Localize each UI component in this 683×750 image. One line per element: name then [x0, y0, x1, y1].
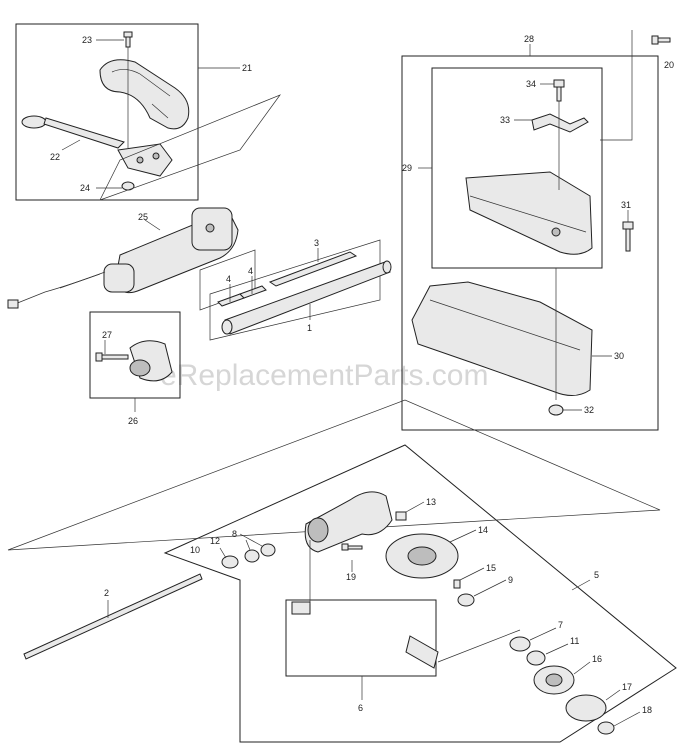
- callout-11: 11: [570, 636, 579, 646]
- bearing-7[interactable]: [509, 636, 531, 652]
- shaft-guide-lines: [209, 239, 381, 341]
- callout-2: 2: [104, 588, 109, 598]
- callout-6: 6: [358, 703, 363, 713]
- washer-10[interactable]: [221, 555, 239, 569]
- callout-24: 24: [80, 183, 90, 193]
- gear-inner-box: [285, 599, 437, 677]
- clamp-26[interactable]: [129, 340, 173, 382]
- guard-assembly-box: [401, 55, 659, 431]
- callout-21: 21: [242, 63, 252, 73]
- cover-17[interactable]: [565, 694, 607, 722]
- leader-lines: [61, 39, 641, 727]
- holder-16[interactable]: [533, 665, 575, 695]
- bearing-8[interactable]: [260, 543, 276, 557]
- pinion-7[interactable]: [405, 635, 439, 669]
- callout-1: 1: [307, 323, 312, 333]
- spacer-4a[interactable]: [217, 293, 245, 307]
- bolt-23[interactable]: [123, 31, 133, 48]
- callout-22: 22: [50, 152, 60, 162]
- washer-9[interactable]: [457, 593, 475, 607]
- callout-31: 31: [621, 200, 631, 210]
- bolt-13[interactable]: [395, 511, 407, 521]
- callout-18: 18: [642, 705, 652, 715]
- callout-9: 9: [508, 575, 513, 585]
- watermark-text: eReplacementParts.com: [160, 359, 488, 392]
- callout-7: 7: [558, 620, 563, 630]
- callout-12: 12: [210, 536, 220, 546]
- bolt-34[interactable]: [553, 79, 565, 102]
- bolt-20-leader-lines: [600, 30, 633, 141]
- nut-32[interactable]: [548, 404, 564, 416]
- callout-29: 29: [402, 163, 412, 173]
- callout-4b: 4: [248, 266, 253, 276]
- cover-14[interactable]: [385, 533, 459, 579]
- callout-8: 8: [232, 529, 237, 539]
- spacer-4b[interactable]: [239, 285, 267, 299]
- callout-15: 15: [486, 563, 496, 573]
- washer-12[interactable]: [244, 549, 260, 563]
- callout-17: 17: [622, 682, 632, 692]
- bolt-27[interactable]: [95, 352, 129, 362]
- shaft-tube-1[interactable]: [221, 260, 392, 335]
- callout-10: 10: [190, 545, 200, 555]
- handle-bracket[interactable]: [99, 59, 190, 130]
- handle-housing[interactable]: [103, 207, 239, 294]
- callout-26: 26: [128, 416, 138, 426]
- bolt-31[interactable]: [622, 221, 634, 252]
- nut-18[interactable]: [597, 721, 615, 735]
- bracket-33[interactable]: [531, 113, 589, 133]
- spacer-3[interactable]: [268, 251, 358, 287]
- callout-19: 19: [346, 572, 356, 582]
- handle-assembly-box: [15, 23, 199, 201]
- callout-28: 28: [524, 34, 534, 44]
- gear-case-box: [163, 444, 677, 743]
- callout-16: 16: [592, 654, 602, 664]
- throttle-cable[interactable]: [7, 271, 106, 309]
- callout-30: 30: [614, 351, 624, 361]
- callout-27: 27: [102, 330, 112, 340]
- gear-case[interactable]: [304, 491, 393, 553]
- callout-20: 20: [664, 60, 674, 70]
- bolt-20[interactable]: [651, 35, 671, 45]
- callout-25: 25: [138, 212, 148, 222]
- guard-30[interactable]: [411, 281, 593, 396]
- callout-23: 23: [82, 35, 92, 45]
- throttle-lever[interactable]: [21, 115, 173, 177]
- drive-shaft-2[interactable]: [23, 573, 203, 660]
- callout-4a: 4: [226, 274, 231, 284]
- guard-29[interactable]: [465, 171, 593, 255]
- bolt-19[interactable]: [341, 543, 363, 551]
- callout-34: 34: [526, 79, 536, 89]
- callout-13: 13: [426, 497, 436, 507]
- bolt-15[interactable]: [453, 579, 461, 589]
- callout-14: 14: [478, 525, 488, 535]
- callout-32: 32: [584, 405, 594, 415]
- callout-5: 5: [594, 570, 599, 580]
- callout-33: 33: [500, 115, 510, 125]
- fitting-6[interactable]: [291, 601, 311, 615]
- callout-3: 3: [314, 238, 319, 248]
- ring-11[interactable]: [526, 650, 546, 666]
- handle-guide-lines: [99, 94, 282, 201]
